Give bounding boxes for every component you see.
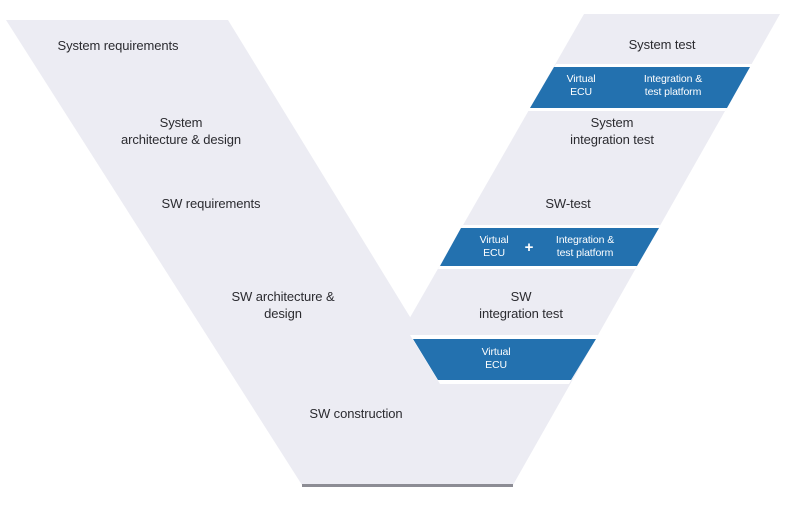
label-line: SW construction [309, 406, 403, 421]
label-line: Virtual [481, 346, 511, 358]
label-line: System [159, 115, 203, 130]
label-line: integration test [479, 306, 563, 321]
label-line: System [590, 115, 634, 130]
band-system-test-shape [530, 67, 750, 108]
phase-sw-test: SW-test [488, 195, 648, 212]
label-line: ECU [483, 247, 505, 259]
band2-integration-test-platform-label: Integration & test platform [525, 234, 645, 260]
label-line: SW-test [545, 196, 591, 211]
plus-icon: + [524, 239, 534, 256]
phase-sw-architecture-design: SW architecture & design [183, 288, 383, 322]
label-line: SW requirements [161, 196, 261, 211]
band1-virtual-ecu-label: Virtual ECU [531, 73, 631, 99]
label-line: Integration & [555, 234, 615, 246]
phase-system-test: System test [582, 36, 742, 53]
label-line: System requirements [57, 38, 179, 53]
band3-virtual-ecu-label: Virtual ECU [446, 346, 546, 372]
baseline-rule [302, 484, 513, 487]
label-line: test platform [644, 86, 702, 98]
label-line: ECU [485, 359, 507, 371]
band2-virtual-ecu-label: Virtual ECU [449, 234, 539, 260]
phase-system-integration-test: System integration test [512, 114, 712, 148]
label-line: SW architecture & [231, 289, 335, 304]
label-line: Integration & [643, 73, 703, 85]
phase-sw-requirements: SW requirements [121, 195, 301, 212]
label-line: System test [628, 37, 696, 52]
band-sw-test-shape [440, 228, 659, 266]
phase-system-requirements: System requirements [28, 37, 208, 54]
label-line: Virtual [566, 73, 596, 85]
label-line: Virtual [479, 234, 509, 246]
band-sw-integration-shape [413, 339, 596, 380]
phase-system-architecture-design: System architecture & design [81, 114, 281, 148]
label-line: ECU [570, 86, 592, 98]
band1-integration-test-platform-label: Integration & test platform [613, 73, 733, 99]
label-line: design [264, 306, 302, 321]
label-line: architecture & design [120, 132, 242, 147]
label-line: SW [510, 289, 532, 304]
phase-sw-integration-test: SW integration test [421, 288, 621, 322]
label-line: test platform [556, 247, 614, 259]
phase-sw-construction: SW construction [256, 405, 456, 422]
label-line: integration test [570, 132, 654, 147]
